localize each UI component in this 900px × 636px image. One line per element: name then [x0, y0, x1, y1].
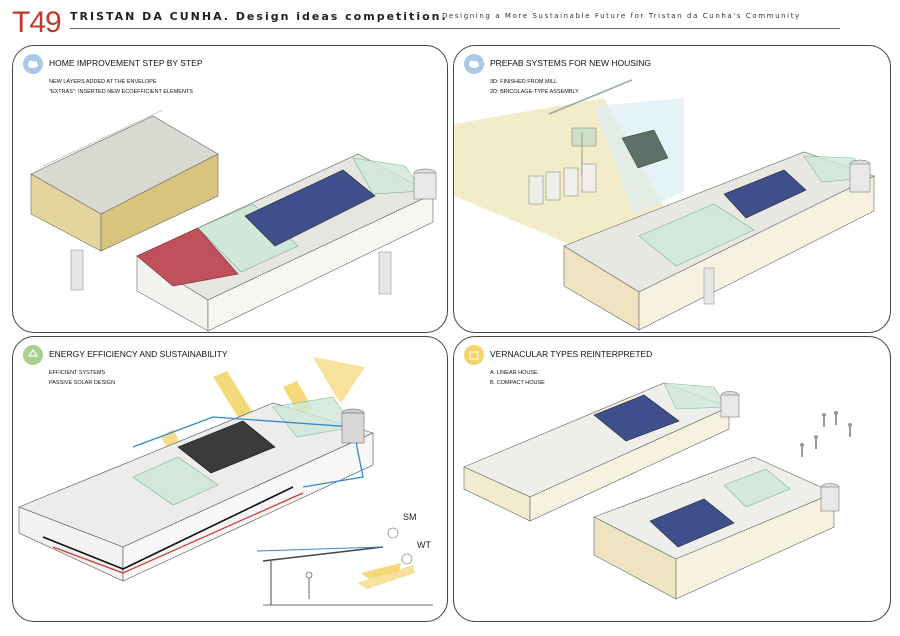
header: T49 TRISTAN DA CUNHA. Design ideas compe…: [8, 4, 892, 39]
panel-line: 3D: FINISHED FROM MILL: [490, 79, 558, 85]
competition-title: TRISTAN DA CUNHA. Design ideas competiti…: [70, 10, 448, 23]
panel-energy-efficiency: SM WT ENERGY EFFICIENCY AND SUSTAINABILI…: [12, 336, 448, 622]
panel-line: 2D: BRICOLAGE-TYPE ASSEMBLY: [490, 89, 579, 95]
sun-label-sm: SM: [403, 512, 417, 522]
home-improvement-illustration: [30, 109, 437, 332]
panel-line: "EXTRAS": INSERTED NEW ECOEFFICIENT ELEM…: [49, 89, 193, 95]
panel-title: ENERGY EFFICIENCY AND SUSTAINABILITY: [49, 349, 228, 359]
panel-home-improvement: HOME IMPROVEMENT STEP BY STEP NEW LAYERS…: [12, 45, 448, 333]
competition-subtitle: Designing a More Sustainable Future for …: [442, 12, 801, 20]
sun-label-wt: WT: [417, 540, 431, 550]
entry-code: T49: [12, 6, 62, 39]
header-rule: [70, 28, 840, 29]
panel-prefab-systems: PREFAB SYSTEMS FOR NEW HOUSING 3D: FINIS…: [453, 45, 891, 333]
panel-line: NEW LAYERS ADDED AT THE ENVELOPE: [49, 79, 157, 85]
panel-line: A. LINEAR HOUSE: [490, 370, 538, 376]
panel-title: HOME IMPROVEMENT STEP BY STEP: [49, 58, 203, 68]
cloud-icon: [23, 54, 43, 74]
panel-title: PREFAB SYSTEMS FOR NEW HOUSING: [490, 58, 652, 68]
panel-title: VERNACULAR TYPES REINTERPRETED: [490, 349, 653, 359]
panel-line: PASSIVE SOLAR DESIGN: [49, 380, 115, 386]
panel-line: EFFICIENT SYSTEMS: [49, 370, 106, 376]
cloud-icon: [464, 54, 484, 74]
panel-vernacular-types: VERNACULAR TYPES REINTERPRETED A. LINEAR…: [453, 336, 891, 622]
panel-line: B. COMPACT HOUSE: [490, 380, 545, 386]
vernacular-illustration: [463, 382, 852, 600]
prefab-illustration: [454, 79, 875, 331]
energy-illustration: SM WT: [18, 357, 433, 606]
house-icon: [464, 345, 484, 365]
recycle-icon: [23, 345, 43, 365]
